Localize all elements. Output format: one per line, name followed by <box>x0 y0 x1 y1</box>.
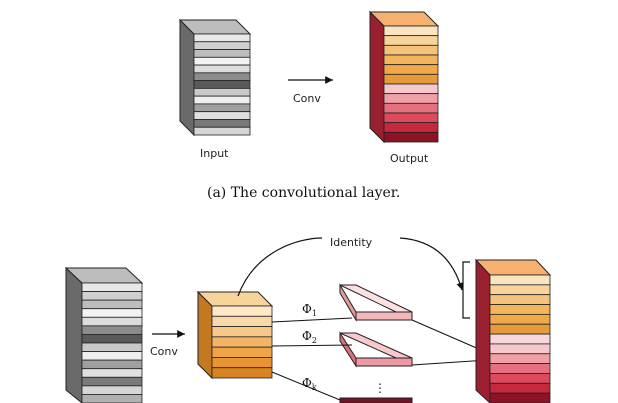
output-b-layer <box>489 313 551 325</box>
input-layer <box>193 33 251 43</box>
input-layer <box>193 103 251 113</box>
output-b-layer <box>489 294 551 305</box>
identity-arc-right <box>399 237 464 291</box>
phi-label-1: Φ1 <box>302 302 317 318</box>
input-layer <box>193 56 251 66</box>
input-b-layer <box>81 342 143 352</box>
link-phi2 <box>271 344 353 347</box>
panel-b: Conv Identity <box>64 236 552 403</box>
phi-label-2: Φ2 <box>302 329 317 345</box>
link-phik <box>271 371 341 401</box>
input-b-layer <box>81 299 143 310</box>
feature-layer <box>211 357 273 369</box>
identity-bracket <box>462 261 470 319</box>
input-b-layer <box>81 334 143 344</box>
output-b-layer <box>489 373 551 384</box>
input-layer <box>193 72 251 82</box>
caption-a: (a) The convolutional layer. <box>207 185 400 201</box>
input-b-layer <box>81 359 143 370</box>
output-b-layer <box>489 274 551 286</box>
output-b-layer <box>489 304 551 315</box>
feature-layer <box>211 326 273 338</box>
output-layer <box>383 44 439 56</box>
output-stack <box>368 10 440 144</box>
input-layer <box>193 49 251 58</box>
output-b-layer <box>489 392 551 403</box>
input-layer <box>193 41 251 50</box>
feature-layer <box>211 346 273 358</box>
feature-layer <box>211 367 273 379</box>
input-layer <box>193 64 251 74</box>
input-b-layer <box>81 376 143 387</box>
phi-label-k: Φk <box>302 376 317 392</box>
output-b-layer <box>489 284 551 296</box>
output-stack-b <box>474 258 552 403</box>
feature-stack <box>196 290 274 380</box>
feature-layer <box>211 315 273 327</box>
input-b-layer <box>81 368 143 378</box>
output-layer <box>383 112 439 124</box>
output-layer <box>383 25 439 37</box>
input-b-layer <box>81 385 143 395</box>
output-layer <box>383 93 439 104</box>
output-layer <box>383 83 439 95</box>
ellipsis: ⋮ <box>374 381 386 395</box>
output-layer <box>383 102 439 114</box>
phi-slab-2 <box>339 331 413 368</box>
conv-label-b: Conv <box>150 345 178 358</box>
output-b-layer <box>489 353 551 365</box>
output-b-layer <box>489 382 551 394</box>
output-label: Output <box>390 152 429 165</box>
output-b-layer <box>489 323 551 335</box>
input-layer <box>193 126 251 136</box>
input-stack <box>178 18 252 137</box>
input-b-layer <box>81 308 143 318</box>
input-b-layer <box>81 351 143 361</box>
phi-slab-k <box>339 397 413 403</box>
panel-a: Conv Input Output (a) The convolutional … <box>178 10 440 201</box>
feature-layer <box>211 336 273 348</box>
output-layer <box>383 54 439 66</box>
input-b-layer <box>81 291 143 301</box>
identity-arc-left <box>237 237 323 297</box>
input-b-layer <box>81 282 143 292</box>
output-b-layer <box>489 333 551 345</box>
input-layer <box>193 80 251 89</box>
conv-label-a: Conv <box>293 92 321 105</box>
link-phi1 <box>271 317 353 323</box>
input-layer <box>193 119 251 128</box>
output-b-layer <box>489 343 551 355</box>
output-layer <box>383 64 439 75</box>
input-layer <box>193 111 251 120</box>
output-layer <box>383 131 439 143</box>
input-label: Input <box>200 147 229 160</box>
input-layer <box>193 95 251 105</box>
input-stack-b <box>64 266 144 403</box>
link-out1 <box>411 319 489 354</box>
feature-layer <box>211 305 273 317</box>
identity-label: Identity <box>330 236 373 249</box>
input-b-layer <box>81 316 143 327</box>
link-out2 <box>411 357 489 366</box>
output-layer <box>383 122 439 133</box>
output-layer <box>383 73 439 85</box>
input-layer <box>193 87 251 97</box>
input-b-layer <box>81 394 143 403</box>
phi-slab-1 <box>339 283 413 322</box>
input-b-layer <box>81 325 143 335</box>
output-layer <box>383 35 439 46</box>
output-b-layer <box>489 363 551 374</box>
